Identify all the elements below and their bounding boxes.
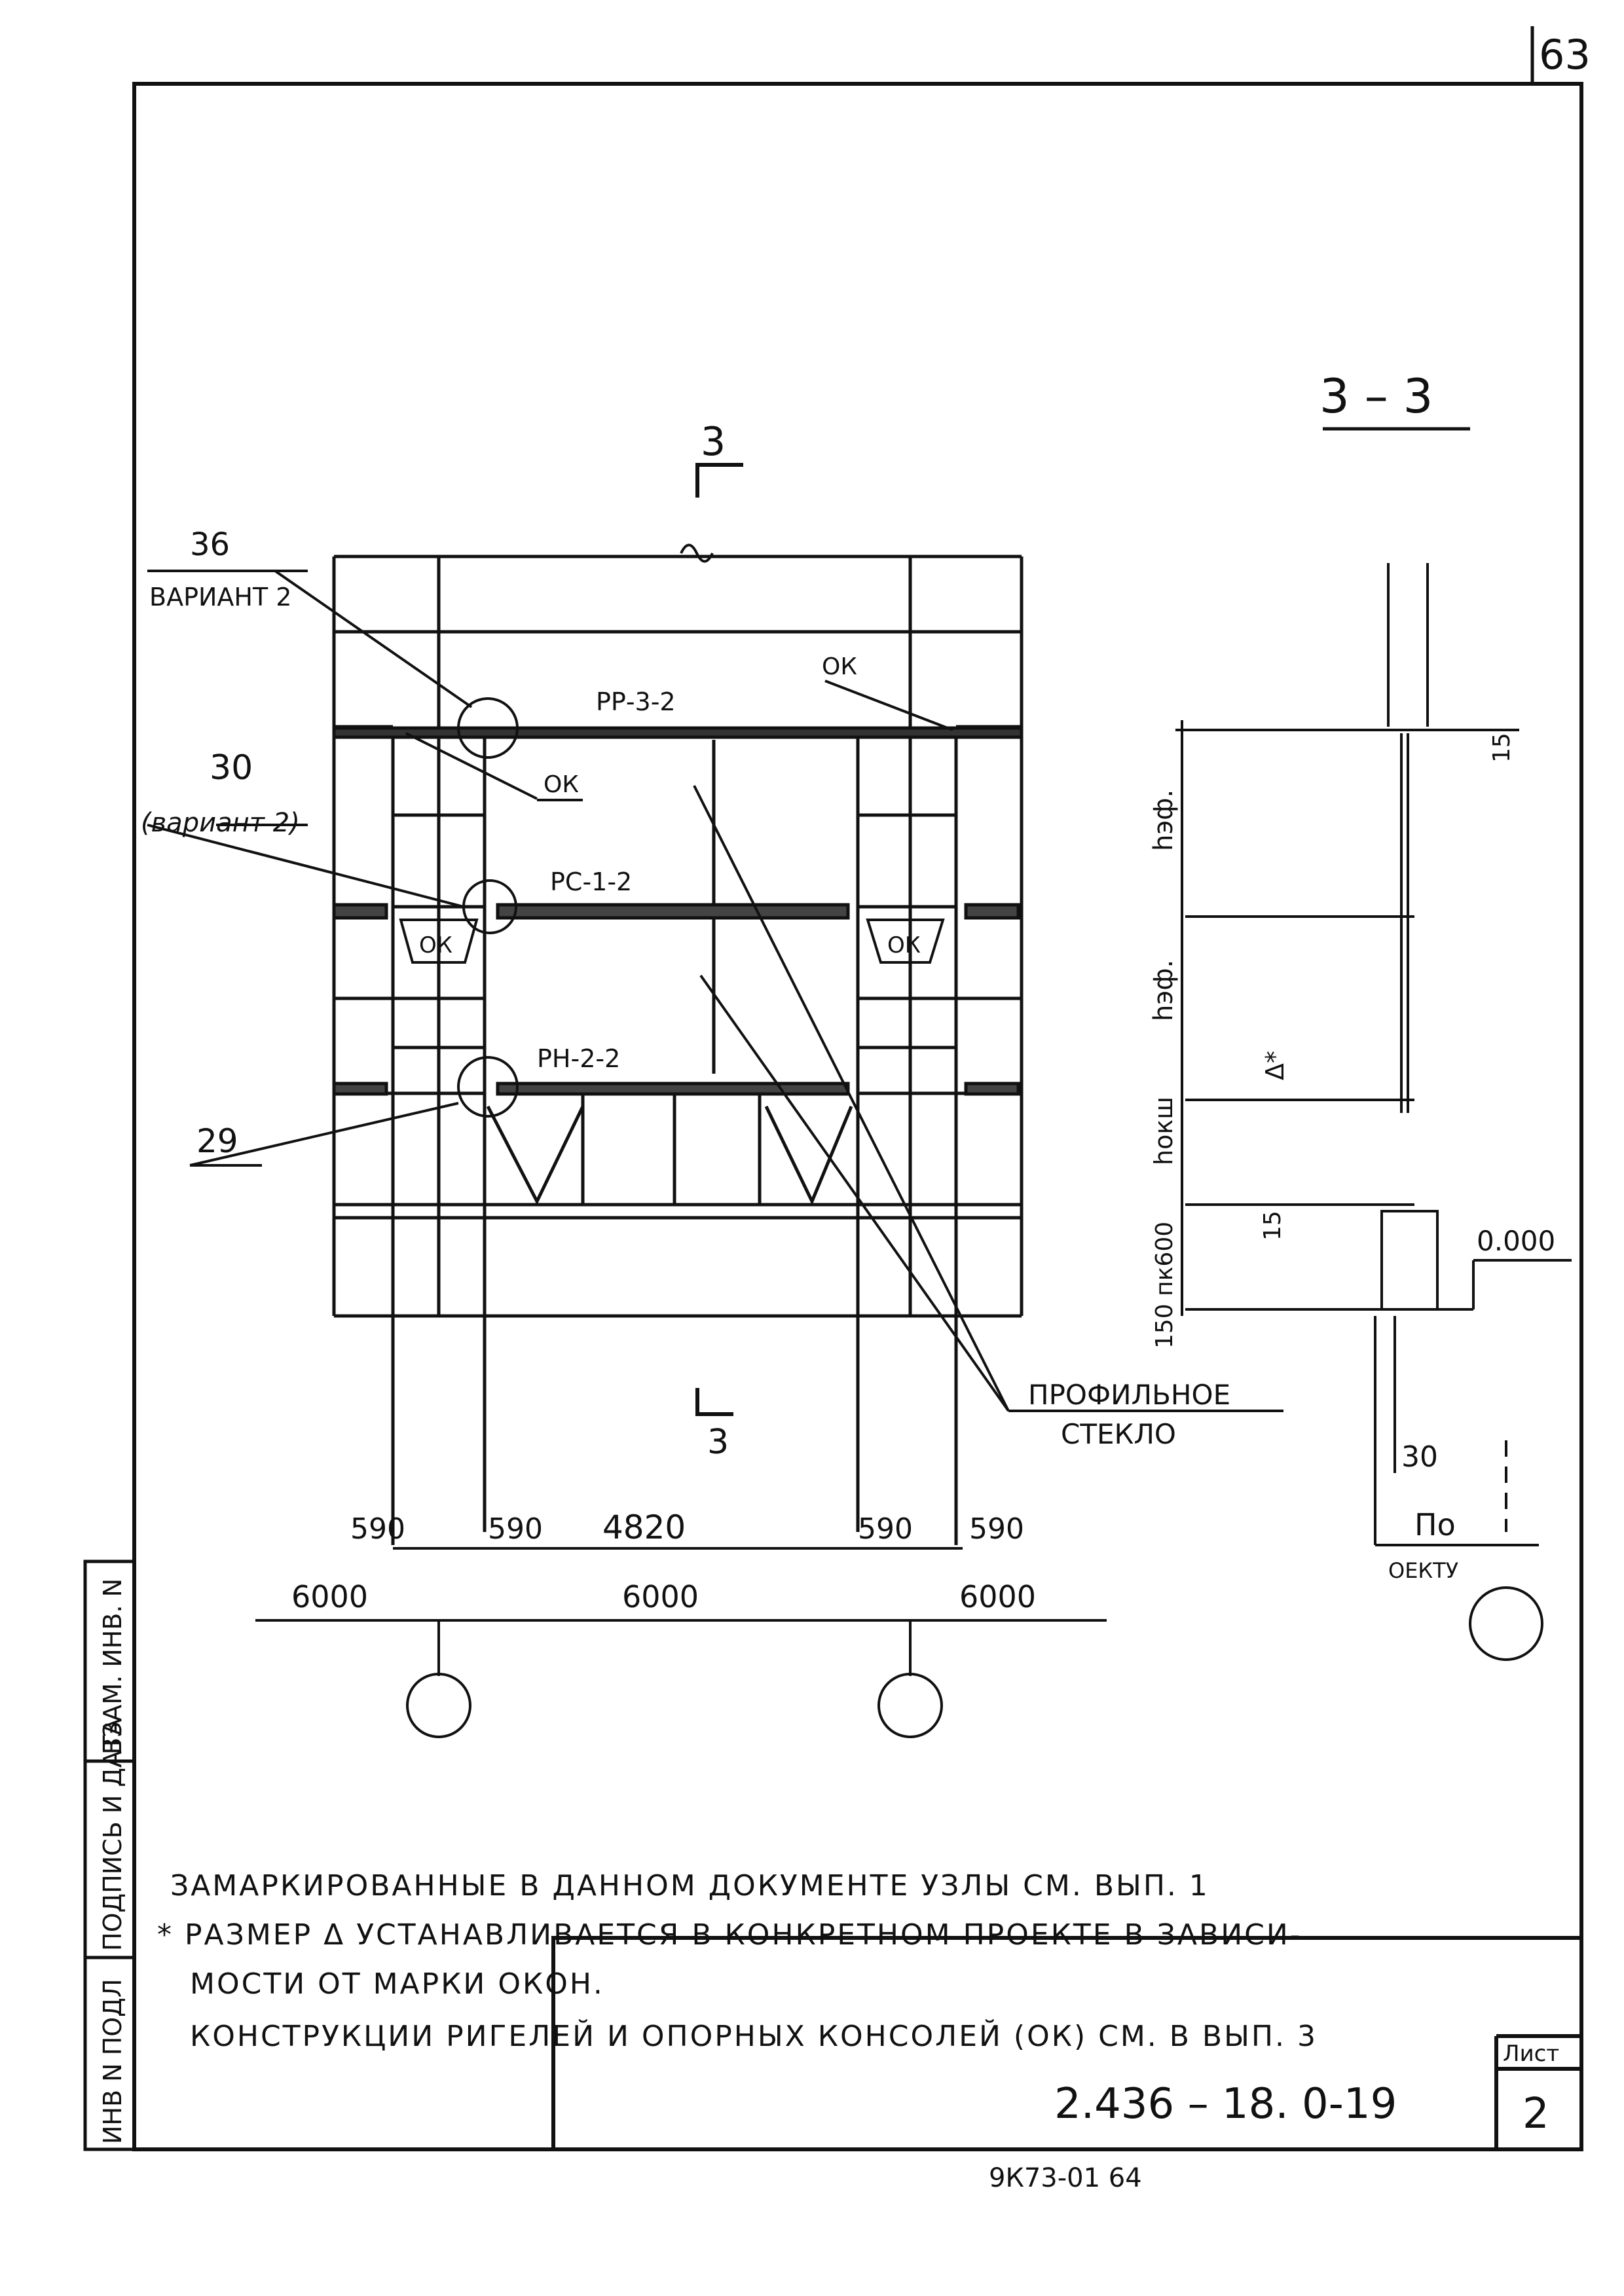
callout-29: 29 — [196, 1122, 238, 1160]
ok-label-4: ОК — [887, 932, 921, 958]
title-code: 2.436 – 18. 0-19 — [1054, 2080, 1397, 2128]
sec-level: 0.000 — [1477, 1225, 1555, 1257]
stamp-inv: ИНВ N ПОДЛ — [98, 1979, 127, 2144]
section-mark-top: 3 — [701, 419, 726, 465]
ok-label-3: ОК — [419, 932, 452, 958]
note-line-2: * РАЗМЕР Δ УСТАНАВЛИВАЕТСЯ В КОНКРЕТНОМ … — [157, 1918, 1302, 1952]
callout-30-variant: (вариант 2) — [141, 808, 300, 838]
dim-590-2: 590 — [488, 1512, 543, 1546]
side-stamp — [83, 1559, 136, 2151]
sec-15a: 15 — [1488, 733, 1515, 763]
stamp-sign: ПОДПИСЬ И ДАТА — [98, 1719, 127, 1951]
sec-h-mid: hэф. — [1149, 960, 1179, 1021]
dim-590-1: 590 — [350, 1512, 405, 1546]
node-circles — [147, 570, 1283, 1412]
section-view — [1175, 563, 1572, 1661]
dim-4820: 4820 — [602, 1508, 686, 1546]
dim-590-4: 590 — [969, 1512, 1024, 1546]
beam-mid-label: РС-1-2 — [550, 867, 632, 896]
sec-pk: 150 пк600 — [1151, 1222, 1178, 1349]
beam-top-label: РР-3-2 — [596, 687, 676, 716]
node-29-circle — [457, 1056, 519, 1118]
callout-30: 30 — [210, 748, 253, 788]
note-line-1: ЗАМАРКИРОВАННЫЕ В ДАННОМ ДОКУМЕНТЕ УЗЛЫ … — [170, 1869, 1209, 1903]
ok-label-2: ОК — [822, 653, 857, 680]
bottom-code: 9К73-01 64 — [989, 2163, 1142, 2193]
facade-elevation — [332, 543, 1024, 1545]
callout-36: 36 — [190, 526, 230, 563]
callout-36-variant: ВАРИАНТ 2 — [149, 583, 291, 611]
page-number: 63 — [1539, 31, 1591, 79]
section-mark-bottom: 3 — [707, 1423, 729, 1462]
node-36-circle — [457, 697, 519, 759]
ok-label-1: ОК — [544, 771, 579, 798]
dim-590-3: 590 — [858, 1512, 913, 1546]
note-line-3: МОСТИ ОТ МАРКИ ОКОН. — [190, 1967, 604, 2001]
section-title: 3 – 3 — [1320, 369, 1433, 424]
ok-consoles — [399, 919, 945, 964]
sec-15b: 15 — [1259, 1211, 1286, 1241]
stamp-vzam: ВЗАМ. ИНВ. N — [98, 1578, 127, 1755]
glass-label-1: ПРОФИЛЬНОЕ — [1028, 1379, 1230, 1411]
dim-6000-3: 6000 — [959, 1579, 1036, 1614]
sheet-number: 2 — [1522, 2090, 1549, 2138]
sec-po: По — [1414, 1507, 1456, 1542]
beams — [332, 726, 1024, 1096]
dim-6000-1: 6000 — [291, 1579, 368, 1614]
glass-label-2: СТЕКЛО — [1061, 1418, 1176, 1450]
dim-6000-2: 6000 — [622, 1579, 699, 1614]
title-block — [551, 1936, 1583, 2151]
note-line-4: КОНСТРУКЦИИ РИГЕЛЕЙ И ОПОРНЫХ КОНСОЛЕЙ (… — [190, 2020, 1318, 2053]
section-marks — [695, 463, 743, 1416]
sec-delta: Δ* — [1261, 1051, 1289, 1080]
sec-h-okn: hокш — [1149, 1097, 1178, 1165]
sheet-label: Лист — [1503, 2041, 1559, 2067]
beam-low-label: РН-2-2 — [537, 1044, 620, 1073]
dimension-lines — [255, 1547, 1107, 1738]
sec-h-top: hэф. — [1149, 790, 1179, 851]
sec-po2: ОЕКТУ — [1388, 1558, 1458, 1583]
sec-30: 30 — [1401, 1440, 1438, 1474]
